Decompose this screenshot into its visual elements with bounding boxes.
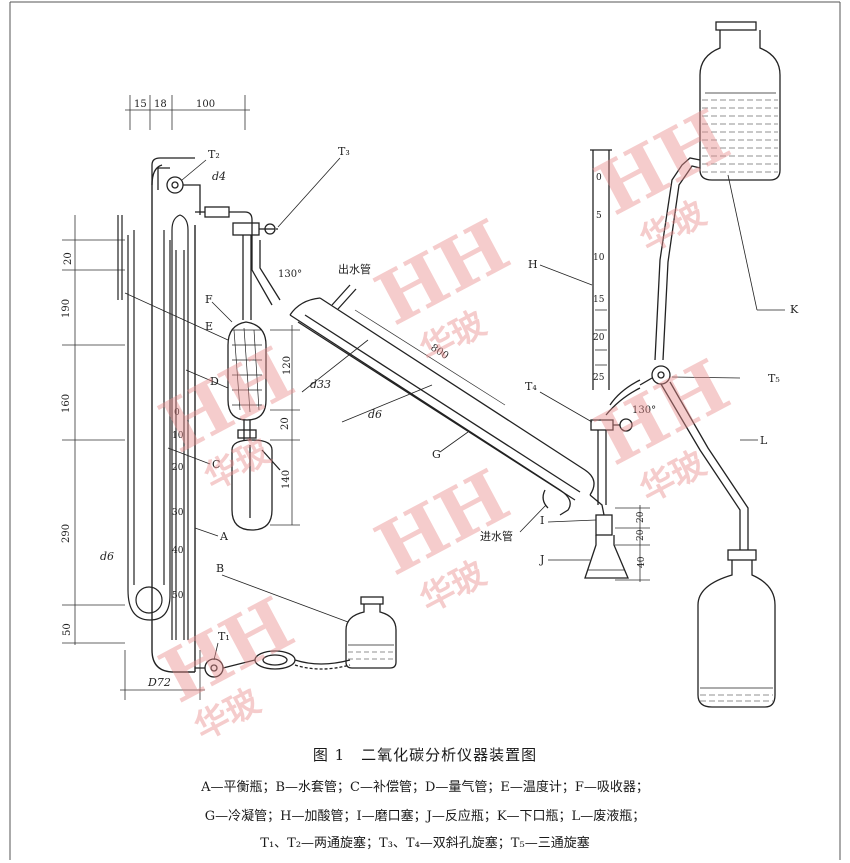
dim-top-18: 18	[154, 99, 167, 110]
stopcock-T5	[639, 365, 749, 550]
label-B: B	[216, 562, 224, 575]
small-bottle	[345, 596, 397, 669]
label-C: C	[212, 458, 220, 471]
dim-mid-140: 140	[281, 470, 292, 489]
dim-left-290: 290	[61, 524, 72, 543]
dim-d33: d33	[310, 378, 331, 391]
label-T5: T₅	[768, 372, 780, 385]
label-E: E	[205, 320, 213, 333]
top-dimension	[125, 95, 250, 130]
dim-d6-left: d6	[100, 550, 114, 563]
scale-D-0: 0	[174, 408, 180, 418]
label-F: F	[205, 293, 213, 306]
compensating-tube-C	[117, 215, 171, 621]
figure-title: 图 1 二氧化碳分析仪器装置图	[312, 746, 538, 764]
inlet-water-label: 进水管	[480, 529, 513, 543]
dim-right-20: 20	[636, 511, 646, 523]
legend-line-3: T₁、T₂—两通旋塞；T₃、T₄—双斜孔旋塞；T₅—三通旋塞	[260, 836, 590, 851]
top-tubing	[151, 157, 253, 240]
dim-top-15: 15	[134, 99, 147, 110]
absorber-F	[227, 235, 281, 531]
dim-left-20: 20	[63, 252, 74, 265]
label-T4: T₄	[525, 380, 537, 393]
scale-D-20: 20	[172, 463, 184, 473]
dim-right-40: 40	[637, 556, 647, 568]
waste-bottle-L	[697, 549, 776, 708]
scale-D-10: 10	[172, 431, 184, 441]
dim-right-20b: 20	[636, 529, 646, 541]
label-T3: T₃	[338, 145, 350, 158]
dim-left-50: 50	[62, 623, 73, 636]
lower-outlet-bottle-K	[654, 21, 781, 361]
legend-line-2: G—冷凝管；H—加酸管；I—磨口塞；J—反应瓶；K—下口瓶；L—废液瓶；	[204, 809, 646, 824]
dim-top-100: 100	[196, 99, 215, 110]
scale-D-50: 50	[172, 591, 184, 601]
stopcock-T3	[232, 222, 278, 236]
label-I: I	[540, 514, 544, 527]
scale-H-15: 15	[593, 295, 605, 305]
burette-D-scale: 0 10 20 30 40 50	[172, 408, 184, 601]
reaction-flask-J	[584, 514, 629, 579]
scale-D-30: 30	[172, 508, 184, 518]
mid-dimension	[270, 325, 300, 526]
scale-H-0: 0	[596, 173, 602, 183]
frame	[9, 1, 841, 860]
right-small-dimension	[615, 505, 650, 582]
left-dimension	[62, 215, 125, 645]
dim-left-190: 190	[61, 299, 72, 318]
angle-top-130: 130°	[278, 269, 302, 280]
label-K: K	[790, 303, 799, 316]
label-T1: T₁	[218, 630, 230, 643]
watermark: HH HH HH HH HH HH 华玻 华玻 华玻 华玻 华玻 华玻	[147, 93, 743, 749]
dim-D72: D72	[147, 676, 171, 689]
dim-left-160: 160	[61, 394, 72, 413]
label-A: A	[219, 530, 229, 543]
scale-H-5: 5	[596, 211, 602, 221]
legend-line-1: A—平衡瓶；B—水套管；C—补偿管；D—量气管；E—温度计；F—吸收器；	[201, 780, 649, 795]
label-D: D	[210, 375, 219, 388]
dim-mid-20: 20	[280, 417, 291, 430]
scale-H-10: 10	[593, 253, 605, 263]
label-J: J	[539, 553, 544, 566]
angle-right-130: 130°	[632, 405, 656, 416]
label-G: G	[432, 448, 441, 461]
outlet-water-label: 出水管	[338, 262, 371, 276]
acid-tube-H-scale: 0 5 10 15 20 25	[593, 173, 605, 383]
gas-burette-D	[171, 214, 189, 640]
scale-D-40: 40	[172, 546, 184, 556]
acid-tube-H	[590, 149, 641, 505]
scale-H-20: 20	[593, 333, 605, 343]
dim-d4: d4	[212, 170, 226, 183]
dim-mid-120: 120	[282, 356, 293, 375]
label-L: L	[760, 434, 768, 447]
scale-H-25: 25	[593, 373, 605, 383]
label-H: H	[528, 258, 538, 271]
label-T2: T₂	[208, 148, 220, 161]
condenser-G	[251, 240, 605, 516]
bottom-dimension	[120, 650, 205, 700]
dim-d6-mid: d6	[368, 408, 382, 421]
